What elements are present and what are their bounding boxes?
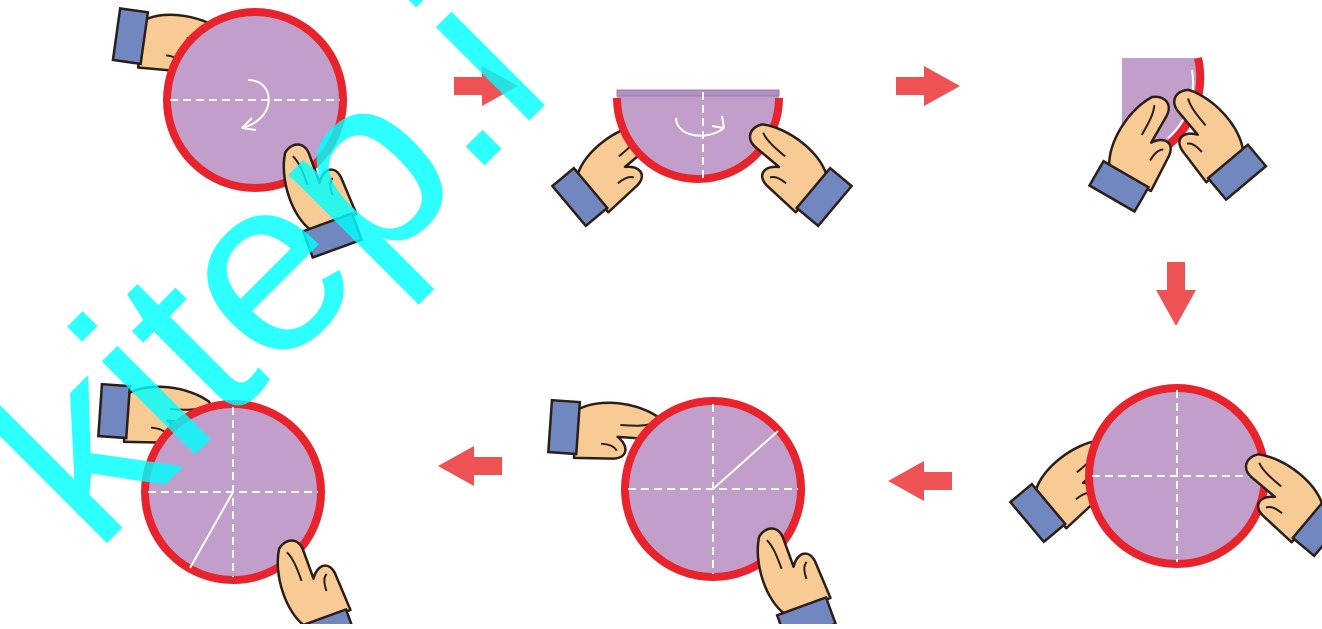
- step-3-quarter-circle: [1088, 58, 1267, 213]
- arrow-right-icon: [454, 66, 518, 106]
- arrow-right-icon: [896, 66, 960, 106]
- step-2-semicircle: [551, 90, 852, 229]
- arrow-left-icon: [438, 446, 502, 486]
- arrow-left-icon: [888, 461, 952, 501]
- step-4-unfolded-circle: [1009, 388, 1322, 564]
- step-5-diagonal-crease: [548, 399, 839, 624]
- step-1-flat-circle: [112, 7, 365, 258]
- arrow-down-icon: [1156, 262, 1196, 326]
- step-6-rotated-circle: [98, 383, 359, 624]
